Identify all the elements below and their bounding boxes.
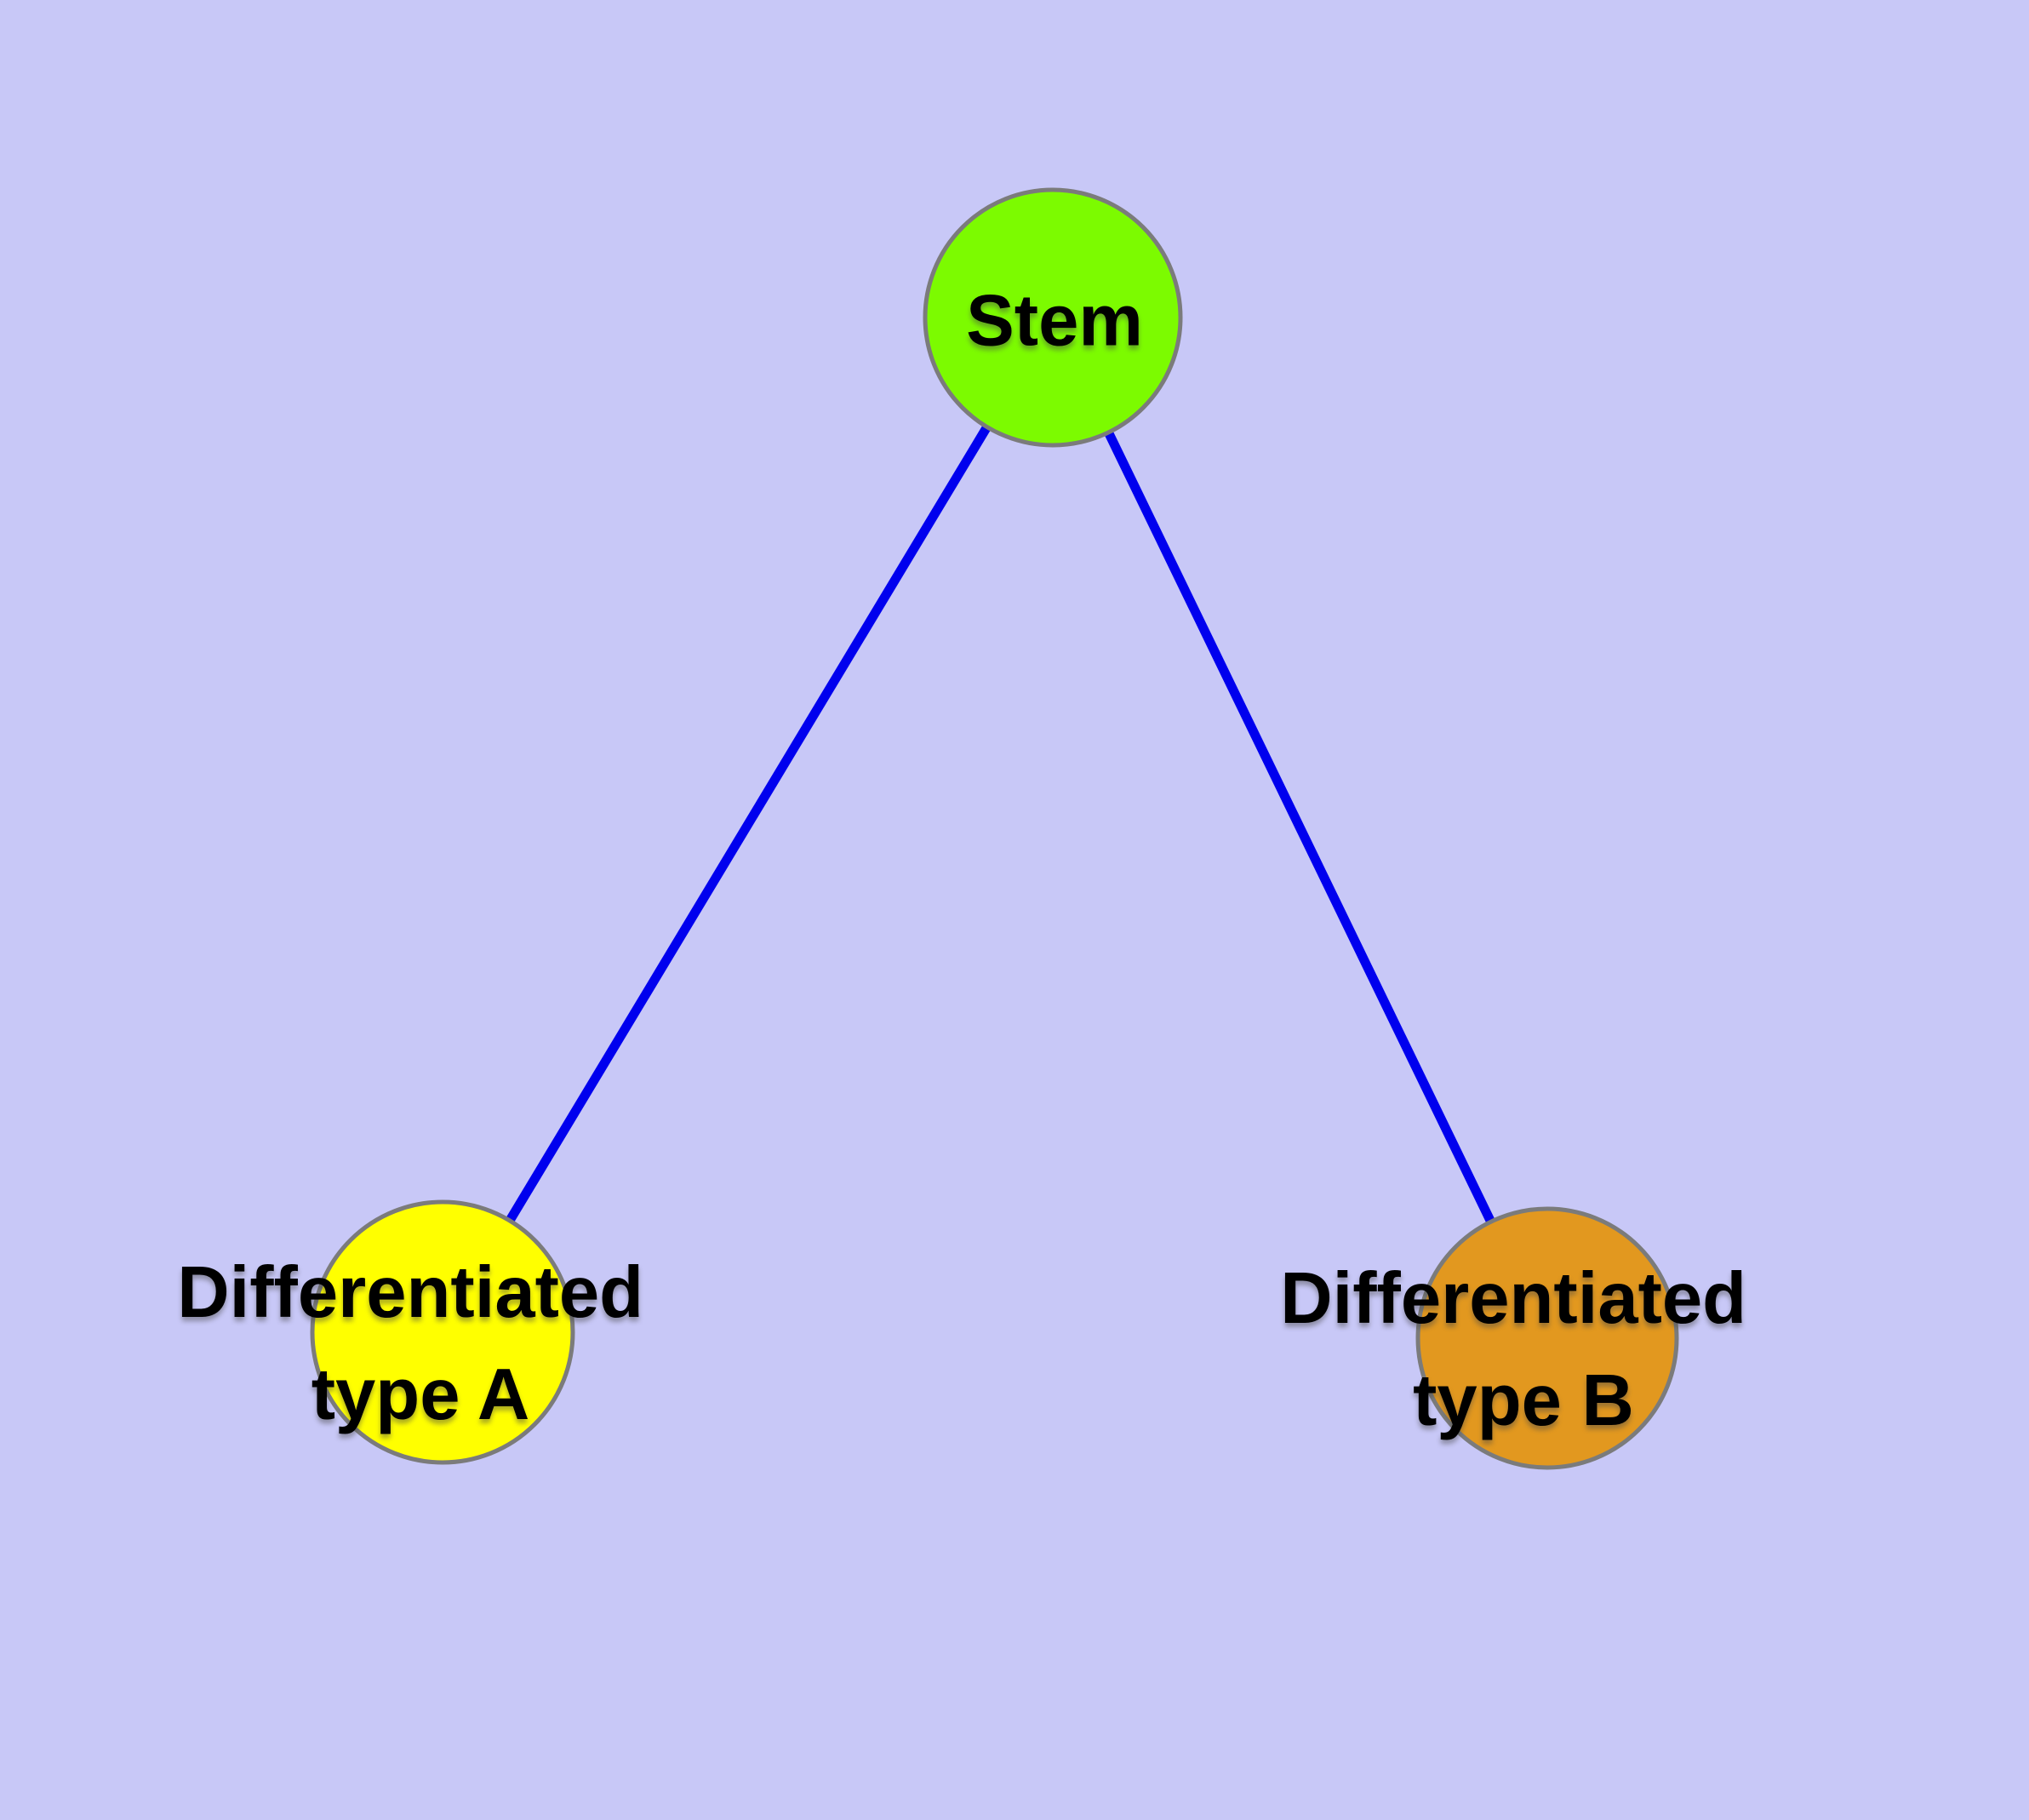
node-stem-label: Stem [966,280,1143,361]
node-type-a-label: Differentiated type A [177,1252,663,1435]
node-stem: Stem [923,187,1183,448]
node-differentiated-type-b: Differentiated type B [1280,1206,1766,1470]
node-type-a-label-line1: Differentiated [177,1252,643,1333]
node-type-a-label-line2: type A [311,1354,530,1435]
edge-stem-to-type-b [1049,315,1552,1341]
node-type-a-circle [310,1199,575,1465]
edge-stem-to-type-a [438,315,1057,1335]
node-type-b-circle [1415,1206,1679,1470]
node-differentiated-type-a: Differentiated type A [177,1199,663,1465]
node-type-b-label: Differentiated type B [1280,1258,1766,1441]
node-type-b-label-line2: type B [1413,1360,1634,1441]
node-stem-circle [923,187,1183,448]
node-type-b-label-line1: Differentiated [1280,1258,1746,1339]
